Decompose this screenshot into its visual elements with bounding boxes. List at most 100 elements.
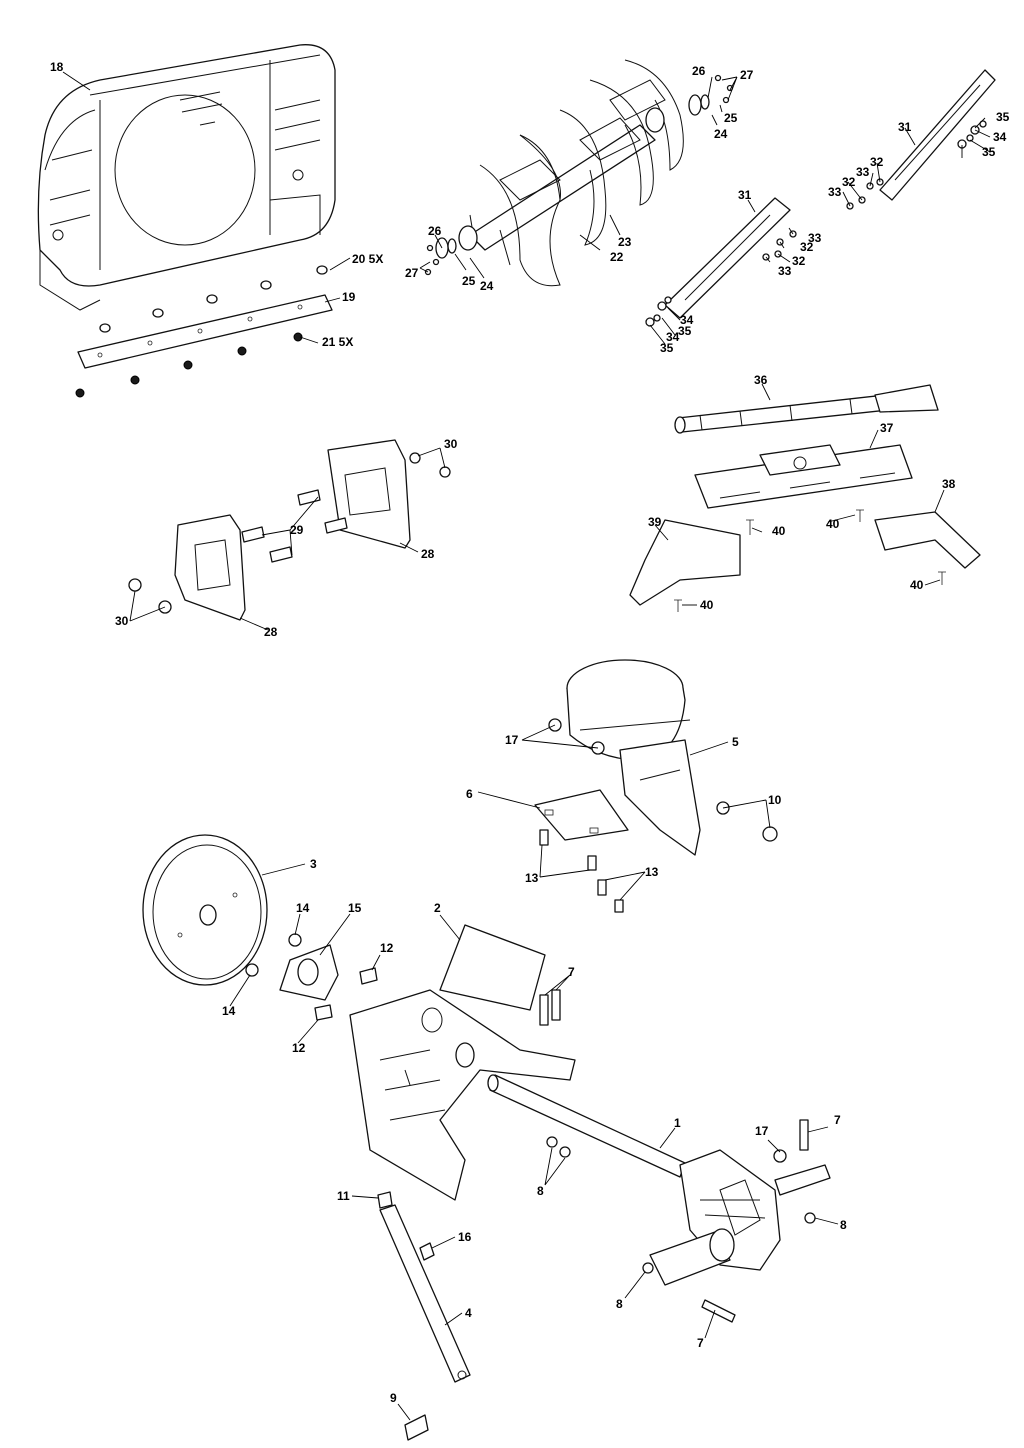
callout-33: 33 bbox=[778, 264, 792, 278]
callout-17: 17 bbox=[755, 1124, 769, 1138]
callout-2: 2 bbox=[434, 901, 441, 915]
auger-bearing-right bbox=[688, 94, 710, 116]
callout-35: 35 bbox=[996, 110, 1010, 124]
callout-6: 6 bbox=[466, 787, 473, 801]
callout-35: 35 bbox=[678, 324, 692, 338]
callout-20: 20 5X bbox=[352, 252, 383, 266]
carriage-bolts bbox=[99, 265, 328, 333]
skid-shoe-right bbox=[327, 439, 411, 549]
callout-22: 22 bbox=[610, 250, 624, 264]
scraper-bar bbox=[77, 294, 333, 369]
callout-31: 31 bbox=[738, 188, 752, 202]
callout-23: 23 bbox=[618, 235, 632, 249]
callout-13: 13 bbox=[645, 865, 659, 879]
callout-24: 24 bbox=[714, 127, 728, 141]
chute-plate bbox=[534, 789, 629, 841]
callout-15: 15 bbox=[348, 901, 362, 915]
callout-27: 27 bbox=[740, 68, 754, 82]
handle-grip-right bbox=[874, 511, 981, 569]
handle-grip-left bbox=[629, 519, 741, 606]
callout-1: 1 bbox=[674, 1116, 681, 1130]
callout-27: 27 bbox=[405, 266, 419, 280]
rod-hardware bbox=[377, 1191, 435, 1441]
skid-shoe-hardware bbox=[128, 452, 451, 614]
callout-33: 33 bbox=[856, 165, 870, 179]
callout-32: 32 bbox=[792, 254, 806, 268]
callout-33: 33 bbox=[828, 185, 842, 199]
callout-4: 4 bbox=[465, 1306, 472, 1320]
pulley-hardware bbox=[245, 933, 378, 1021]
callout-31: 31 bbox=[898, 120, 912, 134]
callout-16: 16 bbox=[458, 1230, 472, 1244]
callout-8: 8 bbox=[537, 1184, 544, 1198]
callout-11: 11 bbox=[337, 1189, 350, 1203]
callout-33: 33 bbox=[808, 231, 822, 245]
control-rod bbox=[379, 1204, 471, 1383]
callout-37: 37 bbox=[880, 421, 894, 435]
leader-lines bbox=[62, 71, 991, 1421]
handle-cover bbox=[694, 444, 913, 509]
callout-5: 5 bbox=[732, 735, 739, 749]
gearbox bbox=[649, 1149, 831, 1286]
callout-14: 14 bbox=[222, 1004, 236, 1018]
auger-housing bbox=[37, 44, 336, 311]
bearing-flange bbox=[279, 944, 339, 1001]
skid-shoe-left bbox=[174, 514, 246, 621]
skid-bar-left bbox=[664, 197, 791, 319]
callout-28: 28 bbox=[264, 625, 278, 639]
callout-30: 30 bbox=[444, 437, 458, 451]
callout-labels: 18 20 5X 19 21 5X 26 27 25 24 26 27 25 2… bbox=[50, 60, 1010, 1405]
callout-7: 7 bbox=[568, 965, 575, 979]
callout-38: 38 bbox=[942, 477, 956, 491]
callout-36: 36 bbox=[754, 373, 768, 387]
callout-7: 7 bbox=[834, 1113, 841, 1127]
callout-26: 26 bbox=[428, 224, 442, 238]
callout-25: 25 bbox=[462, 274, 476, 288]
handle-bar bbox=[674, 384, 939, 434]
chute-hardware bbox=[539, 718, 778, 913]
callout-34: 34 bbox=[666, 330, 680, 344]
callout-40: 40 bbox=[910, 578, 924, 592]
callout-32: 32 bbox=[842, 175, 856, 189]
callout-9: 9 bbox=[390, 1391, 397, 1405]
callout-26: 26 bbox=[692, 64, 706, 78]
callout-34: 34 bbox=[993, 130, 1007, 144]
callout-35: 35 bbox=[982, 145, 996, 159]
callout-28: 28 bbox=[421, 547, 435, 561]
hex-nuts bbox=[75, 332, 303, 398]
callout-25: 25 bbox=[724, 111, 738, 125]
callout-19: 19 bbox=[342, 290, 356, 304]
callout-12: 12 bbox=[380, 941, 394, 955]
callout-14: 14 bbox=[296, 901, 310, 915]
small-bolts bbox=[424, 74, 734, 276]
callout-10: 10 bbox=[768, 793, 782, 807]
callout-32: 32 bbox=[870, 155, 884, 169]
callout-7: 7 bbox=[697, 1336, 704, 1350]
callout-13: 13 bbox=[525, 871, 539, 885]
callout-21: 21 5X bbox=[322, 335, 353, 349]
callout-30: 30 bbox=[115, 614, 129, 628]
drive-shaft bbox=[487, 1074, 686, 1178]
callout-39: 39 bbox=[648, 515, 662, 529]
pulley bbox=[142, 834, 268, 986]
auger-assembly bbox=[458, 59, 684, 287]
callout-24: 24 bbox=[480, 279, 494, 293]
callout-8: 8 bbox=[840, 1218, 847, 1232]
skid-bar-right bbox=[879, 69, 996, 201]
auger-bearing-left bbox=[435, 237, 457, 259]
gearbox-hardware bbox=[539, 989, 816, 1323]
chute-frame bbox=[349, 924, 576, 1201]
callout-32: 32 bbox=[800, 240, 814, 254]
callout-29: 29 bbox=[290, 523, 304, 537]
callout-18: 18 bbox=[50, 60, 64, 74]
callout-40: 40 bbox=[772, 524, 786, 538]
callout-12: 12 bbox=[292, 1041, 306, 1055]
callout-3: 3 bbox=[310, 857, 317, 871]
grip-screws bbox=[674, 509, 946, 612]
callout-8: 8 bbox=[616, 1297, 623, 1311]
callout-34: 34 bbox=[680, 313, 694, 327]
callout-35: 35 bbox=[660, 341, 674, 355]
callout-40: 40 bbox=[700, 598, 714, 612]
callout-40: 40 bbox=[826, 517, 840, 531]
